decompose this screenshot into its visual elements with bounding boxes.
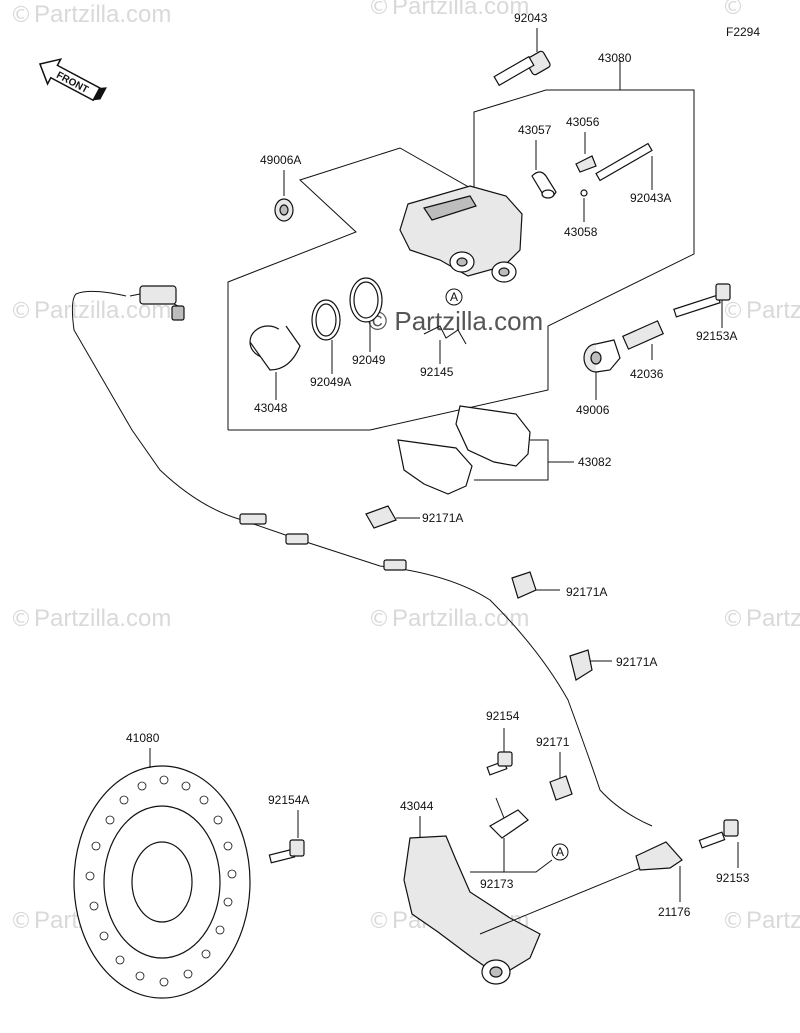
bolt-92154 — [486, 728, 513, 776]
label-43082: 43082 — [578, 455, 612, 469]
watermark: Partzilla.com — [746, 297, 800, 324]
caliper-assembly-outline — [227, 60, 695, 431]
watermark-symbol: © — [368, 607, 390, 632]
watermark: Partzilla.com — [746, 907, 800, 934]
piston-43048 — [249, 325, 301, 400]
collar-42036 — [622, 320, 664, 360]
label-92153: 92153 — [716, 871, 750, 885]
bolt-92154A — [268, 810, 305, 864]
seal-92049A — [311, 299, 341, 374]
clamp-92171A — [569, 649, 612, 681]
ref-a-label: A — [450, 290, 458, 304]
bolt-92153 — [698, 819, 739, 868]
bolt-92153A — [673, 283, 731, 328]
brake-disc-41080 — [73, 748, 251, 999]
bolt-92043A — [595, 142, 653, 190]
spring-92145 — [423, 325, 467, 364]
label-43044: 43044 — [400, 799, 434, 813]
boot-49006 — [583, 339, 621, 400]
front-arrow-icon: FRONT — [38, 58, 107, 102]
watermark-symbol: © — [722, 607, 744, 632]
watermark: Partzilla.com — [392, 0, 529, 20]
label-43056: 43056 — [566, 115, 600, 129]
clamp-92171A — [511, 571, 560, 599]
watermark: Partzilla.com — [34, 605, 171, 632]
label-21176: 21176 — [658, 905, 691, 919]
label-92153A: 92153A — [696, 329, 737, 343]
label-43048: 43048 — [254, 401, 288, 415]
watermark: Partzilla.com — [34, 1, 171, 28]
label-92043A: 92043A — [630, 191, 671, 205]
figure-code: F2294 — [726, 25, 760, 39]
label-92154A: 92154A — [268, 793, 309, 807]
watermark: Partzilla.com — [746, 605, 800, 632]
label-92145: 92145 — [420, 365, 454, 379]
label-92171A: 92171A — [566, 585, 607, 599]
bleeder-43056 — [575, 132, 597, 173]
ref-circle-a: A — [445, 288, 463, 306]
label-49006A: 49006A — [260, 153, 301, 167]
label-92049: 92049 — [352, 353, 386, 367]
brake-pads-43082 — [397, 405, 574, 495]
watermark-symbol: © — [722, 299, 744, 324]
watermark: Partzilla.com — [392, 605, 529, 632]
boot-49006A — [274, 170, 294, 222]
label-43058: 43058 — [564, 225, 598, 239]
label-92171A: 92171A — [616, 655, 657, 669]
label-42036: 42036 — [630, 367, 664, 381]
label-92171: 92171 — [536, 735, 570, 749]
watermark-symbol: © — [368, 909, 390, 934]
brake-hose — [71, 285, 653, 827]
watermark-symbol: © — [368, 0, 390, 20]
label-92173: 92173 — [480, 877, 514, 891]
label-41080: 41080 — [126, 731, 160, 745]
watermark-symbol: © — [722, 909, 744, 934]
caliper-bracket-43044 — [403, 816, 661, 985]
label-92049A: 92049A — [310, 375, 351, 389]
label-43080: 43080 — [598, 51, 632, 65]
sensor-21176 — [635, 841, 683, 902]
watermark-symbol: © — [10, 3, 32, 28]
watermark-symbol: © — [722, 0, 744, 20]
pin-43057 — [531, 140, 557, 199]
caliper-body — [399, 185, 523, 283]
bracket-92173 — [489, 797, 529, 872]
watermark-symbol: © — [10, 909, 32, 934]
watermark-symbol: © — [10, 299, 32, 324]
pin-43058 — [580, 189, 588, 222]
watermark-symbol: © — [10, 607, 32, 632]
label-92043: 92043 — [514, 11, 548, 25]
bolt-92043 — [493, 28, 551, 87]
label-43057: 43057 — [518, 123, 552, 137]
label-92171A: 92171A — [422, 511, 463, 525]
seal-92049 — [349, 277, 383, 352]
label-49006: 49006 — [576, 403, 610, 417]
clamp-92171 — [549, 752, 573, 801]
clamp-92171A — [365, 505, 420, 529]
ref-circle-a: A — [470, 843, 569, 873]
label-92154: 92154 — [486, 709, 520, 723]
part-labels: 92043 43080 43057 43056 49006A 92043A 43… — [126, 11, 750, 919]
ref-a-label: A — [556, 845, 564, 859]
